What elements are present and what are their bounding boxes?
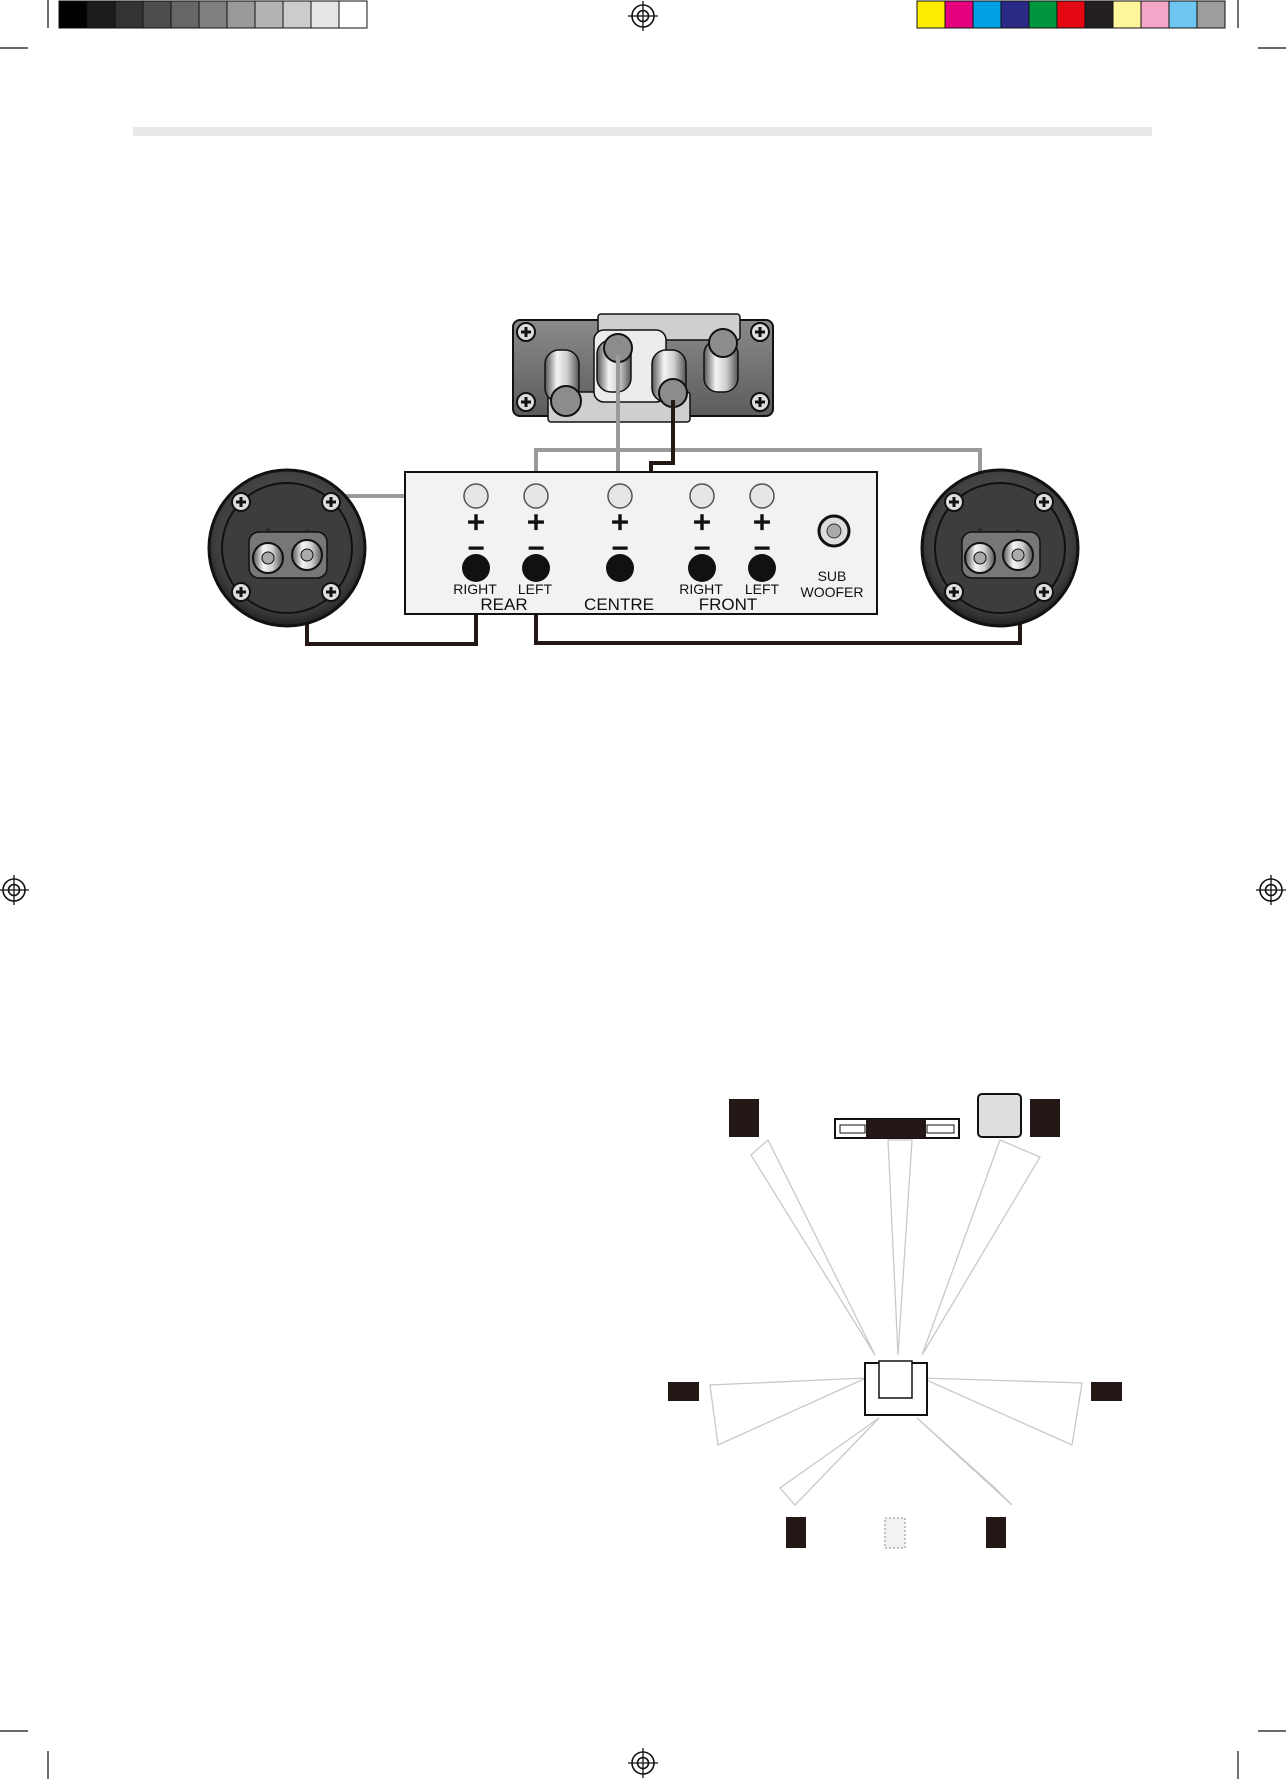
grey-swatch bbox=[59, 1, 87, 28]
grey-swatch bbox=[199, 1, 227, 28]
registration-mark-right bbox=[1256, 875, 1286, 905]
screw-icon bbox=[945, 583, 963, 601]
woofer-label: WOOFER bbox=[801, 584, 864, 600]
screw-icon bbox=[1035, 493, 1053, 511]
negative-socket bbox=[462, 554, 490, 582]
speaker-plus-mark: + bbox=[265, 525, 270, 535]
positive-socket bbox=[524, 484, 548, 508]
rear-right-speaker-icon bbox=[986, 1517, 1006, 1548]
screw-icon bbox=[232, 493, 250, 511]
positive-socket bbox=[750, 484, 774, 508]
grey-swatch bbox=[283, 1, 311, 28]
screw-icon bbox=[945, 493, 963, 511]
registration-mark-left bbox=[0, 875, 29, 905]
rear-left-speaker-icon bbox=[786, 1517, 806, 1548]
screw-icon bbox=[232, 583, 250, 601]
grey-calibration-bar bbox=[59, 1, 367, 28]
screw-icon bbox=[517, 323, 535, 341]
color-swatch bbox=[1197, 1, 1225, 28]
speaker-placement-diagram bbox=[668, 1094, 1122, 1548]
color-swatch bbox=[973, 1, 1001, 28]
centre-speaker-terminal bbox=[513, 314, 773, 422]
sound-beams bbox=[710, 1140, 1082, 1505]
registration-mark-bottom bbox=[628, 1748, 658, 1778]
screw-icon bbox=[322, 583, 340, 601]
rear-right-speaker: + − bbox=[209, 470, 365, 626]
surround-left-speaker-icon bbox=[668, 1382, 699, 1401]
speaker-minus-mark: − bbox=[1015, 525, 1020, 535]
amplifier-rear-panel: + − RIGHT + − LEFT REAR + − CENTRE + − R… bbox=[405, 472, 877, 614]
screw-icon bbox=[751, 323, 769, 341]
rear-centre-placeholder-icon bbox=[885, 1518, 905, 1548]
screw-icon bbox=[751, 393, 769, 411]
negative-socket bbox=[688, 554, 716, 582]
subwoofer-icon bbox=[978, 1094, 1021, 1137]
color-swatch bbox=[1169, 1, 1197, 28]
negative-socket bbox=[748, 554, 776, 582]
color-calibration-bar bbox=[917, 1, 1225, 28]
front-left-speaker-icon bbox=[729, 1099, 759, 1137]
grey-swatch bbox=[171, 1, 199, 28]
positive-socket bbox=[464, 484, 488, 508]
speaker-plus-mark: + bbox=[977, 525, 982, 535]
header-rule bbox=[133, 127, 1152, 136]
listener-seat-icon bbox=[865, 1361, 927, 1415]
color-swatch bbox=[1141, 1, 1169, 28]
grey-swatch bbox=[311, 1, 339, 28]
negative-socket bbox=[522, 554, 550, 582]
centre-speaker-icon bbox=[835, 1119, 959, 1138]
registration-mark-top bbox=[628, 1, 658, 31]
grey-swatch bbox=[115, 1, 143, 28]
color-swatch bbox=[1001, 1, 1029, 28]
positive-socket bbox=[608, 484, 632, 508]
color-swatch bbox=[945, 1, 973, 28]
grey-swatch bbox=[339, 1, 367, 28]
positive-socket bbox=[690, 484, 714, 508]
rear-left-speaker: + − bbox=[922, 470, 1078, 626]
color-swatch bbox=[1113, 1, 1141, 28]
rear-group-label: REAR bbox=[480, 595, 527, 614]
screw-icon bbox=[1035, 583, 1053, 601]
surround-right-speaker-icon bbox=[1091, 1382, 1122, 1401]
color-swatch bbox=[1029, 1, 1057, 28]
grey-swatch bbox=[255, 1, 283, 28]
color-swatch bbox=[1085, 1, 1113, 28]
screw-icon bbox=[322, 493, 340, 511]
grey-swatch bbox=[87, 1, 115, 28]
centre-label: CENTRE bbox=[584, 595, 654, 614]
speaker-minus-mark: − bbox=[304, 525, 309, 535]
grey-swatch bbox=[143, 1, 171, 28]
color-swatch bbox=[1057, 1, 1085, 28]
front-group-label: FRONT bbox=[699, 595, 758, 614]
negative-socket bbox=[606, 554, 634, 582]
grey-swatch bbox=[227, 1, 255, 28]
front-right-speaker-icon bbox=[1030, 1099, 1060, 1137]
color-swatch bbox=[917, 1, 945, 28]
sub-label: SUB bbox=[818, 568, 847, 584]
screw-icon bbox=[517, 393, 535, 411]
